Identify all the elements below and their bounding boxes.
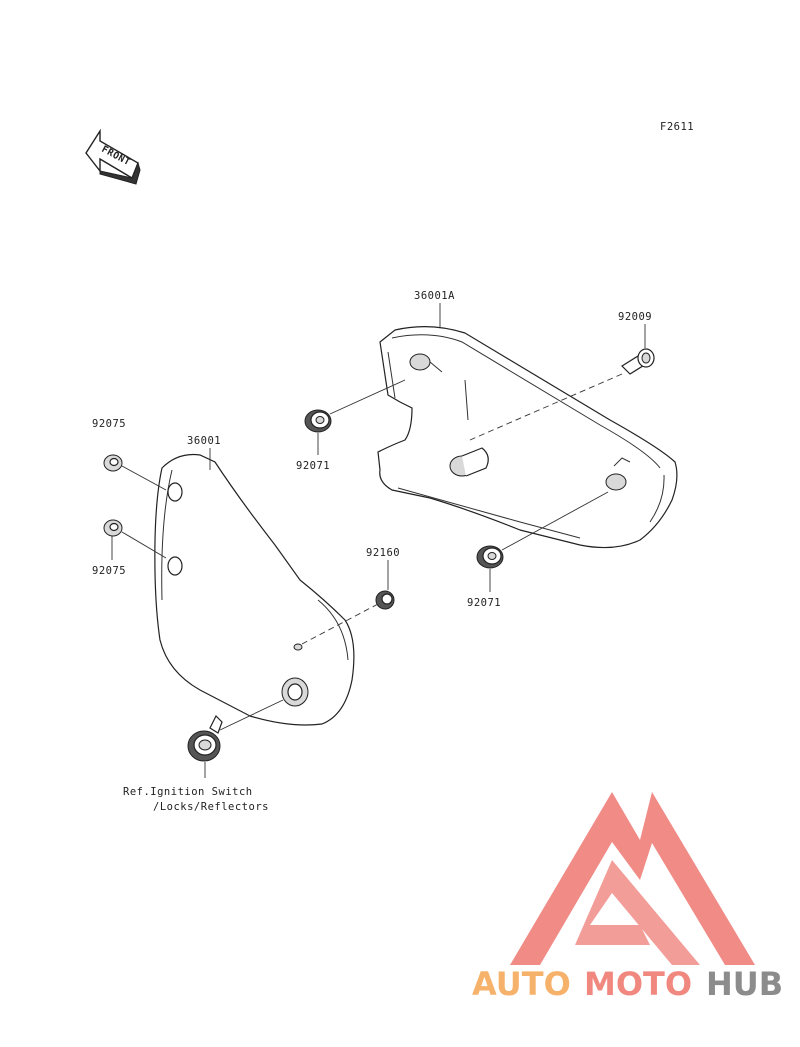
figure-code: F2611 <box>660 121 694 133</box>
label-bolt: 92009 <box>618 311 652 323</box>
right-side-cover <box>377 326 678 549</box>
grommet-92075-upper <box>103 454 123 472</box>
grommet-92071-lower <box>476 545 504 569</box>
label-grommet-left-upper: 92075 <box>92 418 126 430</box>
automotohub-logo <box>510 792 755 965</box>
bolt-92009 <box>621 348 655 375</box>
label-grommet-left-rear: 92160 <box>366 547 400 559</box>
front-arrow-icon: FRONT <box>85 128 141 185</box>
label-cover-left: 36001 <box>187 435 221 447</box>
label-grommet-right-upper: 92071 <box>296 460 330 472</box>
grommet-92160 <box>375 590 395 610</box>
reference-note-line1: Ref.Ignition Switch <box>123 786 253 798</box>
label-grommet-right-lower: 92071 <box>467 597 501 609</box>
label-grommet-left-lower: 92075 <box>92 565 126 577</box>
label-cover-right: 36001A <box>414 290 455 302</box>
grommet-92075-lower <box>103 519 123 537</box>
reference-note-line2: /Locks/Reflectors <box>153 801 269 813</box>
left-side-cover <box>154 453 355 726</box>
grommet-92071-upper <box>304 409 332 433</box>
watermark-moto: MOTO <box>584 965 692 1003</box>
watermark-text: AUTO MOTO HUB <box>472 965 783 1003</box>
watermark-hub: HUB <box>706 965 783 1003</box>
watermark-auto: AUTO <box>472 965 571 1003</box>
ignition-lock <box>187 714 223 762</box>
